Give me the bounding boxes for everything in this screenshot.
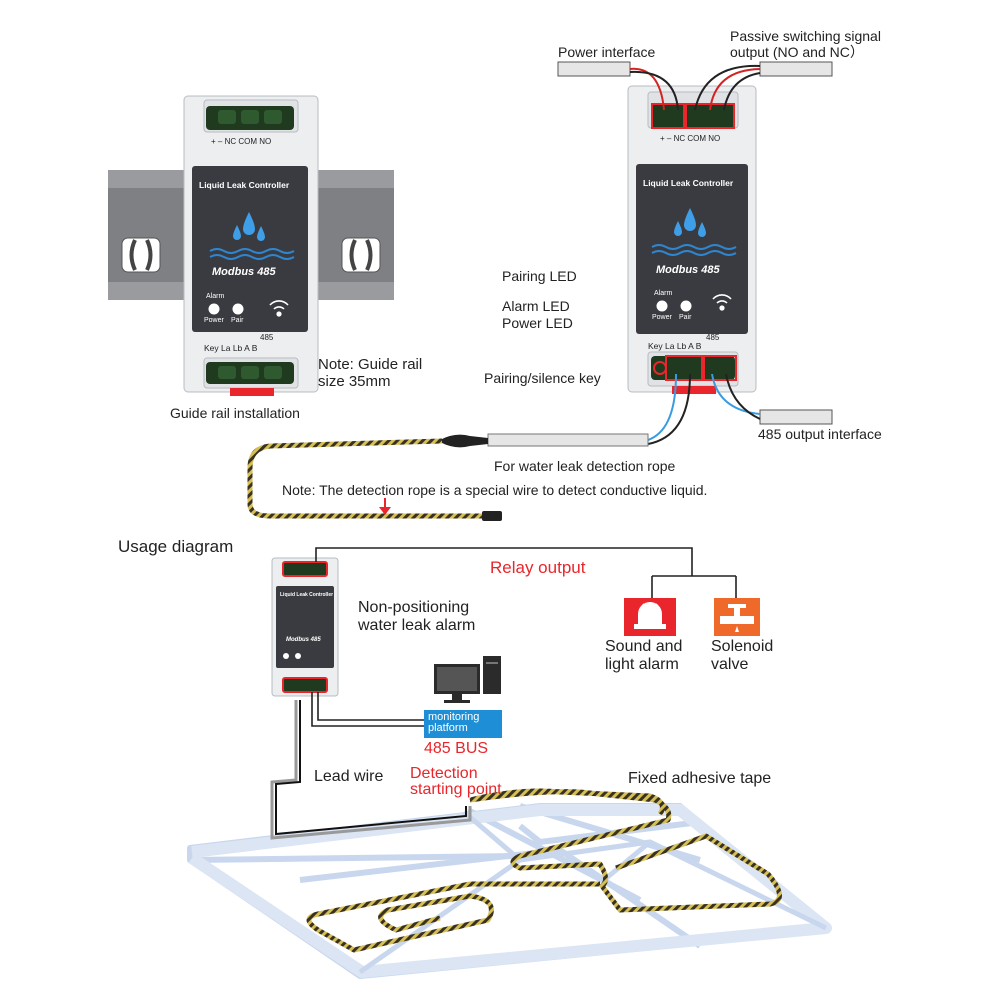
detection-starting-point-label: Detection starting point bbox=[410, 765, 502, 798]
water-drop-icon bbox=[209, 212, 295, 260]
fixed-adhesive-tape-label: Fixed adhesive tape bbox=[628, 770, 772, 787]
bottom-terminal-labels-1: Key La Lb A B bbox=[204, 343, 258, 353]
rail-clip-right bbox=[341, 237, 381, 273]
solenoid-valve-icon bbox=[714, 598, 760, 636]
pairing-silence-key bbox=[653, 361, 667, 375]
water-drop-icon-2 bbox=[651, 208, 737, 256]
device-modbus-1: Modbus 485 bbox=[212, 266, 276, 278]
water-leak-rope-label: For water leak detection rope bbox=[494, 458, 676, 474]
sound-light-alarm-label: Sound and light alarm bbox=[605, 638, 683, 674]
wireless-icon-2 bbox=[712, 294, 732, 311]
output-485-plug bbox=[759, 409, 833, 425]
usage-diagram-title: Usage diagram bbox=[118, 537, 234, 556]
pairing-led-label: Pairing LED bbox=[502, 268, 577, 284]
alarm-label-2: Alarm bbox=[654, 290, 673, 297]
top-terminal-labels-2: + – NC COM NO bbox=[660, 134, 721, 143]
relay-output-wire bbox=[315, 547, 693, 576]
detection-rope-sleeve bbox=[487, 433, 649, 447]
power-label-1: Power bbox=[204, 317, 224, 324]
alarm-label-1: Alarm bbox=[206, 293, 225, 300]
bottom-terminal-block-2 bbox=[651, 356, 735, 380]
front-panel-small bbox=[276, 586, 334, 668]
device-title-1: Liquid Leak Controller bbox=[199, 180, 290, 190]
monitoring-platform-box bbox=[424, 710, 502, 738]
label-485-2: 485 bbox=[706, 333, 720, 342]
rail-clip-left bbox=[121, 237, 161, 273]
device-modbus-small: Modbus 485 bbox=[286, 637, 321, 643]
rope-end-plug bbox=[482, 511, 502, 521]
guide-rail-left bbox=[108, 170, 186, 300]
device-title-small: Liquid Leak Controller bbox=[280, 592, 334, 598]
label-485-1: 485 bbox=[260, 333, 274, 342]
relay-output-label: Relay output bbox=[490, 558, 586, 577]
guide-rail-note: Note: Guide rail size 35mm bbox=[318, 356, 423, 391]
device-modbus-2: Modbus 485 bbox=[656, 264, 720, 276]
front-panel-2 bbox=[636, 164, 748, 334]
passive-switching-label: Passive switching signal output (NO and … bbox=[730, 28, 881, 61]
detection-rope-top bbox=[247, 438, 490, 519]
bus-485-wire bbox=[311, 692, 424, 727]
power-label-2: Power bbox=[652, 314, 672, 321]
rail-latch-red-2 bbox=[672, 386, 716, 394]
device-guide-rail bbox=[108, 95, 394, 396]
floor-outline bbox=[187, 803, 831, 979]
pair-label-1: Pair bbox=[231, 317, 244, 324]
pairing-silence-key-label: Pairing/silence key bbox=[484, 370, 601, 386]
device-wiring bbox=[440, 61, 833, 448]
device-title-2: Liquid Leak Controller bbox=[643, 178, 734, 188]
rail-latch-red bbox=[230, 388, 274, 396]
detection-rope-floor-2 bbox=[469, 788, 665, 816]
bus-485-label: 485 BUS bbox=[424, 740, 489, 757]
alarm-led-label: Alarm LED bbox=[502, 298, 570, 314]
alarm-icon bbox=[624, 598, 676, 636]
pair-label-2: Pair bbox=[679, 314, 692, 321]
rope-note-label: Note: The detection rope is a special wi… bbox=[282, 482, 708, 498]
power-interface-label: Power interface bbox=[558, 44, 656, 60]
bottom-terminal-labels-2: Key La Lb A B bbox=[648, 341, 702, 351]
guide-rail-right bbox=[316, 170, 394, 300]
pair-led-2 bbox=[680, 300, 692, 312]
wireless-icon bbox=[269, 300, 289, 317]
output-485-interface-label: 485 output interface bbox=[758, 426, 882, 442]
switching-output-plug bbox=[759, 61, 833, 77]
monitoring-platform-label: monitoring platform bbox=[428, 711, 480, 734]
floor-rooms bbox=[188, 804, 832, 978]
power-interface-plug bbox=[557, 61, 631, 77]
pair-led-1 bbox=[232, 303, 244, 315]
red-arrow-icon bbox=[379, 498, 391, 515]
computer-icon bbox=[434, 656, 501, 703]
non-positioning-label: Non-positioning water leak alarm bbox=[358, 599, 476, 635]
lead-wire bbox=[270, 700, 472, 840]
top-terminal-block-2 bbox=[651, 104, 735, 128]
power-led-label: Power LED bbox=[502, 315, 573, 331]
alarm-led-2 bbox=[656, 300, 668, 312]
top-terminal-labels-1: + – NC COM NO bbox=[211, 137, 272, 146]
guide-rail-installation-label: Guide rail installation bbox=[170, 405, 300, 421]
lead-wire-label: Lead wire bbox=[314, 768, 384, 785]
solenoid-valve-label: Solenoid valve bbox=[711, 638, 774, 674]
alarm-led-1 bbox=[208, 303, 220, 315]
